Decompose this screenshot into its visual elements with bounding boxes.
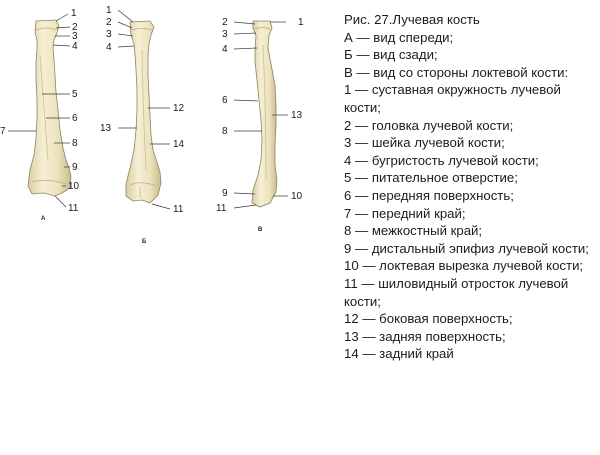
view-letter-b: Б	[142, 239, 147, 245]
label-a-8: 8	[72, 138, 78, 149]
caption-line: 10 — локтевая вырезка лучевой кости;	[344, 258, 584, 274]
label-b-13: 13	[100, 123, 112, 134]
view-a: 1 2 3 4 5 6 7 8 9 10 11 А	[0, 8, 80, 222]
caption-line: 3 — шейка лучевой кости;	[344, 135, 505, 151]
label-a-9: 9	[72, 162, 78, 173]
caption-line: 12 — боковая поверхность;	[344, 311, 513, 327]
label-c-6: 6	[222, 95, 228, 106]
radius-figure: 1 2 3 4 5 6 7 8 9 10 11 А	[0, 5, 304, 245]
label-c-2: 2	[222, 17, 228, 28]
label-a-5: 5	[72, 89, 78, 100]
label-a-10: 10	[68, 181, 80, 192]
label-c-13: 13	[291, 110, 303, 121]
caption-line: 6 — передняя поверхность;	[344, 187, 514, 203]
caption-line: 8 — межкостный край;	[344, 223, 483, 239]
label-c-10: 10	[291, 191, 303, 202]
view-letter-c: В	[258, 227, 263, 233]
label-c-9: 9	[222, 188, 228, 199]
caption-line: 5 — питательное отверстие;	[344, 170, 518, 186]
view-b: 1 2 3 4 12 13 14 11 Б	[100, 5, 185, 245]
view-letter-a: А	[41, 216, 46, 222]
label-b-2: 2	[106, 17, 112, 28]
caption-line: 1 — суставная окружность лучевой кости;	[344, 82, 561, 115]
radius-bone-diagram: 1 2 3 4 5 6 7 8 9 10 11 А	[0, 5, 304, 245]
label-c-4: 4	[222, 44, 228, 55]
radius-bone-anterior	[27, 19, 72, 197]
label-c-8: 8	[222, 126, 228, 137]
caption-line: 4 — бугристость лучевой кости;	[344, 152, 539, 168]
label-b-1: 1	[106, 5, 112, 16]
caption-title: Рис. 27.Лучевая кость	[344, 12, 480, 27]
caption-line: Б — вид сзади;	[344, 47, 438, 63]
caption-line: 14 — задний край	[344, 346, 454, 362]
view-c: 2 1 3 4 6 13 8 9 10 11 В	[216, 17, 304, 233]
caption-line: 13 — задняя поверхность;	[344, 328, 506, 344]
label-a-2: 2	[72, 22, 78, 33]
caption-line: 2 — головка лучевой кости;	[344, 117, 514, 133]
label-b-4: 4	[106, 42, 112, 53]
label-a-11: 11	[68, 203, 79, 214]
caption-line: В — вид со стороны локтевой кости:	[344, 64, 569, 80]
caption-line: 11 — шиловидный отросток лучевой кости;	[344, 275, 569, 309]
label-a-6: 6	[72, 113, 78, 124]
label-c-3: 3	[222, 29, 228, 40]
label-a-7: 7	[0, 126, 6, 137]
label-b-14: 14	[173, 139, 185, 150]
figure-caption: Рис. 27.Лучевая кость А — вид спереди; Б…	[344, 11, 596, 363]
label-a-4: 4	[72, 41, 78, 52]
label-a-3: 3	[72, 31, 78, 42]
caption-line: 7 — передний край;	[344, 205, 466, 221]
caption-line: А — вид спереди;	[344, 29, 454, 45]
label-c-11: 11	[216, 203, 227, 214]
label-a-1: 1	[71, 8, 77, 19]
radius-bone-medial	[251, 20, 278, 208]
label-b-11: 11	[173, 204, 184, 215]
label-c-1: 1	[298, 17, 304, 28]
caption-line: 9 — дистальный эпифиз лучевой кости;	[344, 240, 589, 256]
label-b-3: 3	[106, 29, 112, 40]
label-b-12: 12	[173, 103, 185, 114]
